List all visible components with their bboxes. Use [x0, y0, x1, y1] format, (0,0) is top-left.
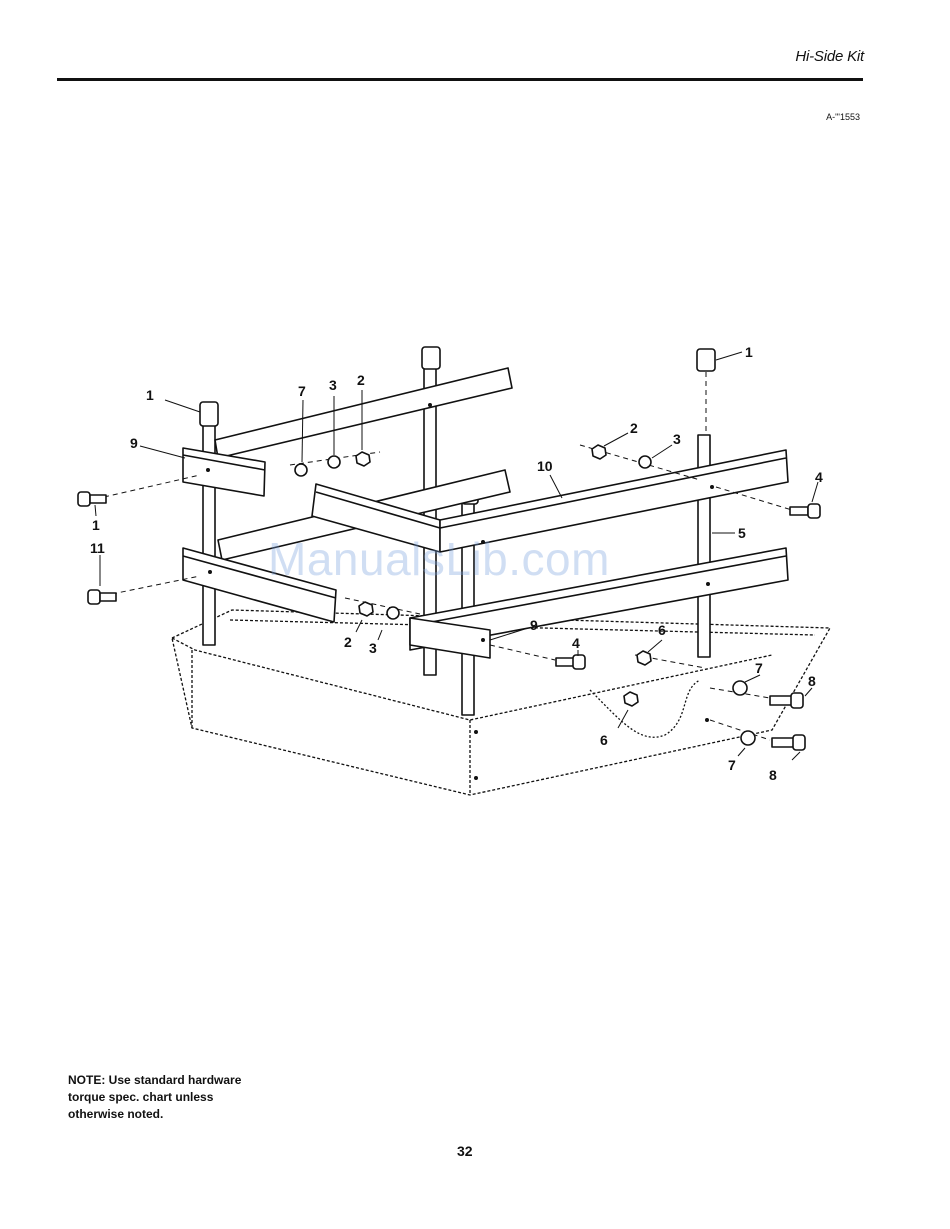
callout-3: 3	[369, 640, 377, 656]
bolt-4-lower	[556, 655, 585, 669]
callout-6: 6	[600, 732, 608, 748]
torque-note: NOTE: Use standard hardware torque spec.…	[68, 1072, 298, 1123]
callout-8: 8	[769, 767, 777, 783]
bolt-11-upper	[78, 492, 106, 506]
callout-6: 6	[658, 622, 666, 638]
note-line-3: otherwise noted.	[68, 1106, 298, 1123]
callout-4: 4	[815, 469, 823, 485]
nut-2-front	[359, 602, 373, 616]
washer-7-upper	[733, 681, 747, 695]
callout-3: 3	[329, 377, 337, 393]
callout-9: 9	[530, 617, 538, 633]
lockwasher-3-top	[328, 456, 340, 468]
callout-4: 4	[572, 635, 580, 651]
callout-9: 9	[130, 435, 138, 451]
washer-7-lower	[741, 731, 755, 745]
callout-3: 3	[673, 431, 681, 447]
callout-1: 1	[92, 517, 100, 533]
lockwasher-3-front	[387, 607, 399, 619]
callout-8: 8	[808, 673, 816, 689]
callout-11: 11	[90, 540, 105, 556]
callout-1: 1	[745, 344, 753, 360]
nut-6-upper	[637, 651, 651, 665]
washer-7-top	[295, 464, 307, 476]
bolt-4-upper	[790, 504, 820, 518]
watermark: ManualsLib.com	[268, 532, 610, 586]
note-line-1: NOTE: Use standard hardware	[68, 1072, 298, 1089]
callout-7: 7	[728, 757, 736, 773]
nut-6-lower	[624, 692, 638, 706]
nut-2-top	[356, 452, 370, 466]
callout-2: 2	[357, 372, 365, 388]
wire-harness	[590, 680, 700, 737]
callout-2: 2	[344, 634, 352, 650]
callout-2: 2	[630, 420, 638, 436]
bolt-11-lower	[88, 590, 116, 604]
callout-10: 10	[537, 458, 553, 474]
bolt-8-lower	[772, 735, 805, 750]
lockwasher-3-right	[639, 456, 651, 468]
nut-2-right	[592, 445, 606, 459]
callout-1: 1	[146, 387, 154, 403]
callout-7: 7	[298, 383, 306, 399]
bolt-8-upper	[770, 693, 803, 708]
callout-7: 7	[755, 660, 763, 676]
note-line-2: torque spec. chart unless	[68, 1089, 298, 1106]
page-number: 32	[457, 1143, 473, 1159]
callout-5: 5	[738, 525, 746, 541]
left-upper-bracket-rail	[183, 448, 265, 496]
